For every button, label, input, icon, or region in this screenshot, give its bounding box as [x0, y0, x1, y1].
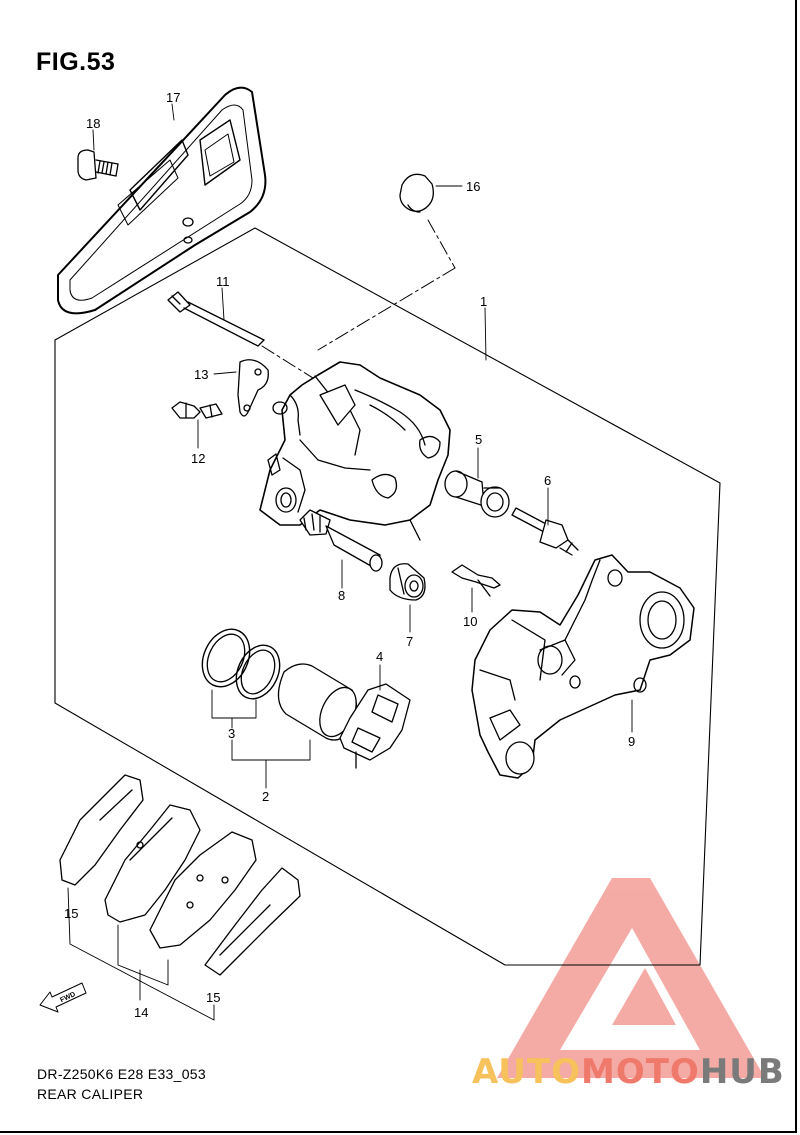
callout-5: 5	[475, 432, 482, 447]
watermark-part-auto: AUTO	[472, 1052, 581, 1092]
watermark-text: AUTOMOTOHUB	[472, 1052, 785, 1092]
callout-4: 4	[376, 649, 383, 664]
callout-15-left: 15	[64, 906, 78, 921]
callout-leader-lines	[67, 103, 633, 1021]
assembly-boundary-1	[54, 227, 721, 966]
bleeder-screw-part-12	[171, 401, 223, 419]
caliper-guard-part-17	[57, 86, 267, 315]
callout-2: 2	[262, 789, 269, 804]
callout-16: 16	[466, 179, 480, 194]
callout-17: 17	[166, 90, 180, 105]
pad-pin-part-11	[167, 291, 265, 347]
watermark-part-hub: HUB	[699, 1052, 785, 1092]
callout-1: 1	[480, 294, 487, 309]
slide-pin-part-6	[511, 507, 579, 556]
callout-18: 18	[86, 116, 100, 131]
callout-11: 11	[216, 274, 230, 289]
model-code: DR-Z250K6 E28 E33_053	[37, 1066, 206, 1082]
watermark-part-moto: MOTO	[580, 1052, 700, 1092]
bushing-part-7	[389, 563, 426, 601]
piston-seals-part-3	[201, 628, 281, 700]
forward-direction-arrow	[39, 982, 87, 1013]
caliper-body	[259, 361, 451, 541]
callout-3: 3	[228, 726, 235, 741]
callout-12: 12	[191, 451, 205, 466]
callout-7: 7	[406, 634, 413, 649]
bleeder-cap-part-16	[399, 173, 434, 213]
section-name: REAR CALIPER	[37, 1086, 144, 1102]
figure-title: FIG.53	[36, 48, 116, 76]
bolt-part-18	[77, 149, 119, 181]
spring-clip-part-13	[237, 359, 269, 417]
caliper-bracket-part-9	[471, 554, 695, 779]
callout-9: 9	[628, 734, 635, 749]
callout-14: 14	[134, 1005, 148, 1020]
pad-spring-part-10	[451, 564, 501, 597]
callout-10: 10	[463, 614, 477, 629]
callout-15-right: 15	[206, 990, 220, 1005]
pad-shim-part-4	[339, 683, 411, 769]
callout-6: 6	[544, 473, 551, 488]
slide-pin-part-8	[299, 509, 383, 572]
callout-13: 13	[194, 367, 208, 382]
callout-8: 8	[338, 588, 345, 603]
boot-part-5	[444, 470, 510, 518]
watermark-logo	[497, 878, 765, 1078]
brake-pad-set-part-14	[59, 774, 301, 976]
